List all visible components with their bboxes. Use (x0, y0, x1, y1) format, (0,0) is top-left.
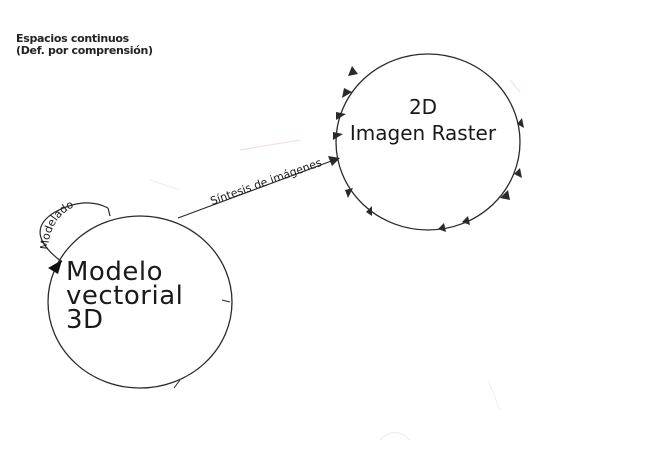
modeling-loop-tick (107, 207, 111, 217)
diagram-title-line1: Espacios continuos (16, 32, 129, 45)
vector-node-circle (47, 215, 233, 389)
modeling-loop-label: Modelado (38, 198, 76, 250)
raster-node-label-line2: Imagen Raster (349, 121, 497, 145)
raster-node-circle (335, 53, 521, 231)
raster-node-arrowheads (333, 66, 524, 232)
synthesis-edge-line (177, 159, 335, 219)
diagram-title-line2: (Def. por comprensión) (16, 44, 153, 57)
modeling-loop-arc (39, 202, 109, 263)
diagram-title: Espacios continuos (Def. por comprensión… (16, 33, 153, 57)
vector-node-label-line2: vectorial (66, 281, 184, 311)
synthesis-edge-label: Síntesis de imágenes (209, 156, 324, 208)
vector-node-label: Modelo vectorial 3D (66, 257, 226, 335)
modeling-loop-arrowhead (48, 260, 62, 274)
raster-node-label: 2D Imagen Raster (343, 94, 503, 146)
faded-background-marks (149, 79, 521, 441)
synthesis-edge-arrowhead (328, 156, 340, 166)
vector-node-label-line3: 3D (66, 305, 104, 335)
raster-node-label-line1: 2D (408, 95, 438, 119)
vector-node-marks (173, 299, 231, 389)
vector-node-label-line1: Modelo (66, 257, 163, 287)
